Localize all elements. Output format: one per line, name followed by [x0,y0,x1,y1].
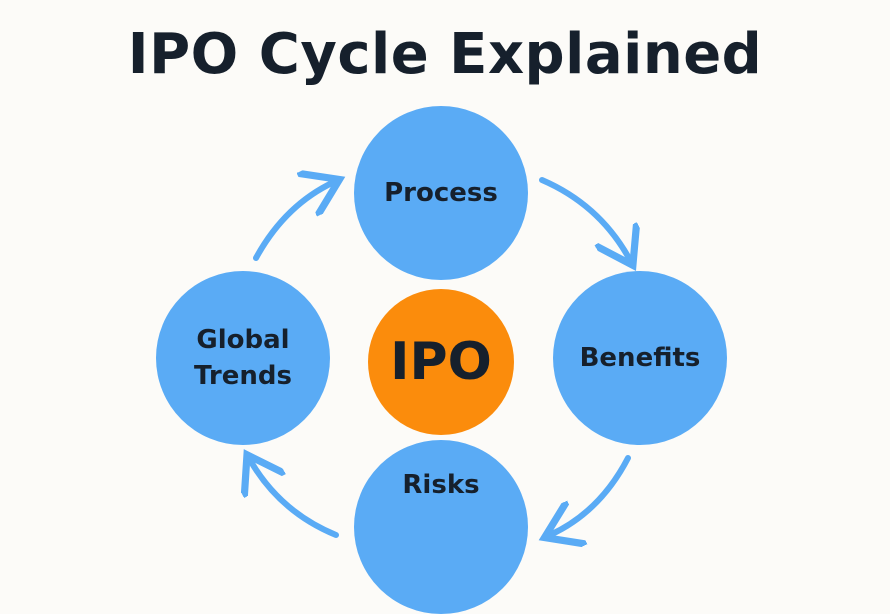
arrow-benefits-to-risks [550,455,631,535]
center-label: IPO [390,332,492,392]
node-label: Process [384,178,498,208]
cycle-arrows [0,0,890,593]
arrow-risks-to-global [250,460,339,538]
arrow-process-to-benefits [539,177,630,260]
center-ipo: IPO [368,289,514,435]
node-benefits: Benefits [553,271,727,445]
diagram-title: IPO Cycle Explained [127,22,763,87]
node-process: Process [354,106,528,280]
node-risks: Risks [354,440,528,614]
arrow-global-to-process [253,182,334,261]
node-label: Global Trends [194,325,292,391]
node-label: Risks [402,470,480,500]
node-global-trends: Global Trends [156,271,330,445]
node-label: Benefits [579,343,701,373]
